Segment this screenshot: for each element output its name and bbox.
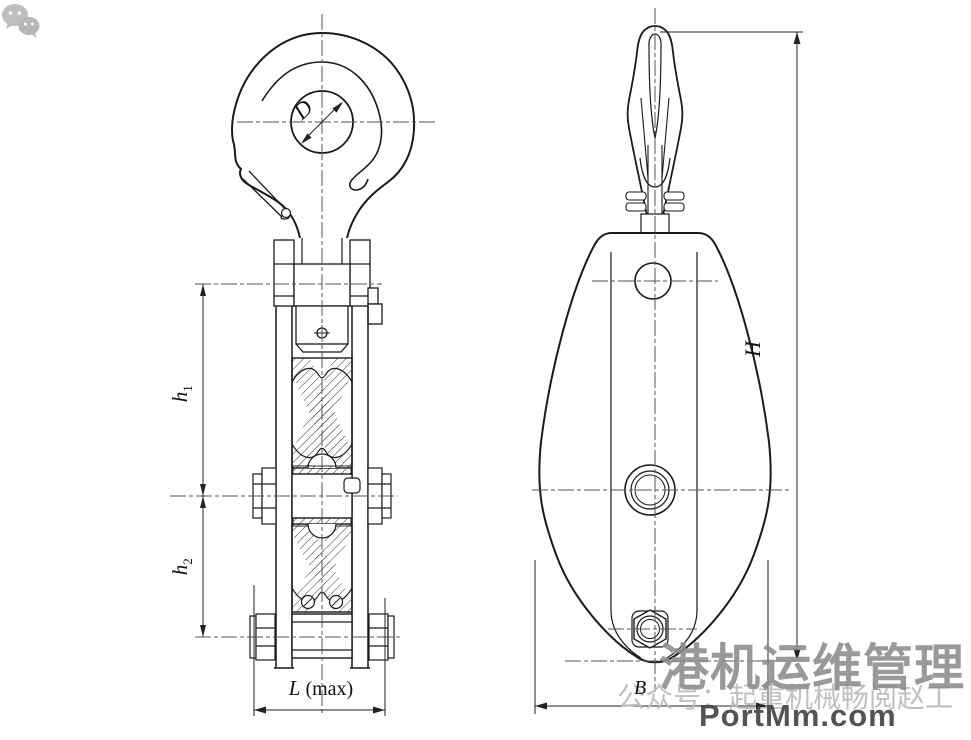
swivel-crosshead xyxy=(273,239,383,353)
dim-label-l-max: L(max) xyxy=(262,676,380,701)
hook-outline xyxy=(231,31,416,264)
dim-h2-base: h xyxy=(168,564,193,576)
dimension-lines xyxy=(200,31,803,716)
dim-h1-sub: 1 xyxy=(179,385,195,392)
watermark-wechat-account: 公众号：起重机械畅阅赵工 xyxy=(617,682,954,713)
watermark-website: PortMm.com xyxy=(699,698,897,733)
dim-h-text: H xyxy=(740,341,765,357)
dim-l-base: L xyxy=(288,676,301,700)
dim-label-h1: h1 xyxy=(168,372,196,416)
dim-label-b: B xyxy=(634,677,646,700)
watermark-brand: 港机运维管理 xyxy=(659,640,965,696)
dim-h1-base: h xyxy=(168,391,193,403)
side-view-shell xyxy=(538,25,772,664)
wechat-icon xyxy=(2,4,40,38)
dim-l-suffix: (max) xyxy=(305,678,354,700)
dim-label-h2: h2 xyxy=(168,545,196,589)
centerlines xyxy=(170,8,803,714)
dim-h2-sub: 2 xyxy=(179,558,195,565)
dim-label-h-total: H xyxy=(740,327,766,371)
front-view-hook-block xyxy=(231,31,416,669)
dim-b-text: B xyxy=(634,677,647,699)
